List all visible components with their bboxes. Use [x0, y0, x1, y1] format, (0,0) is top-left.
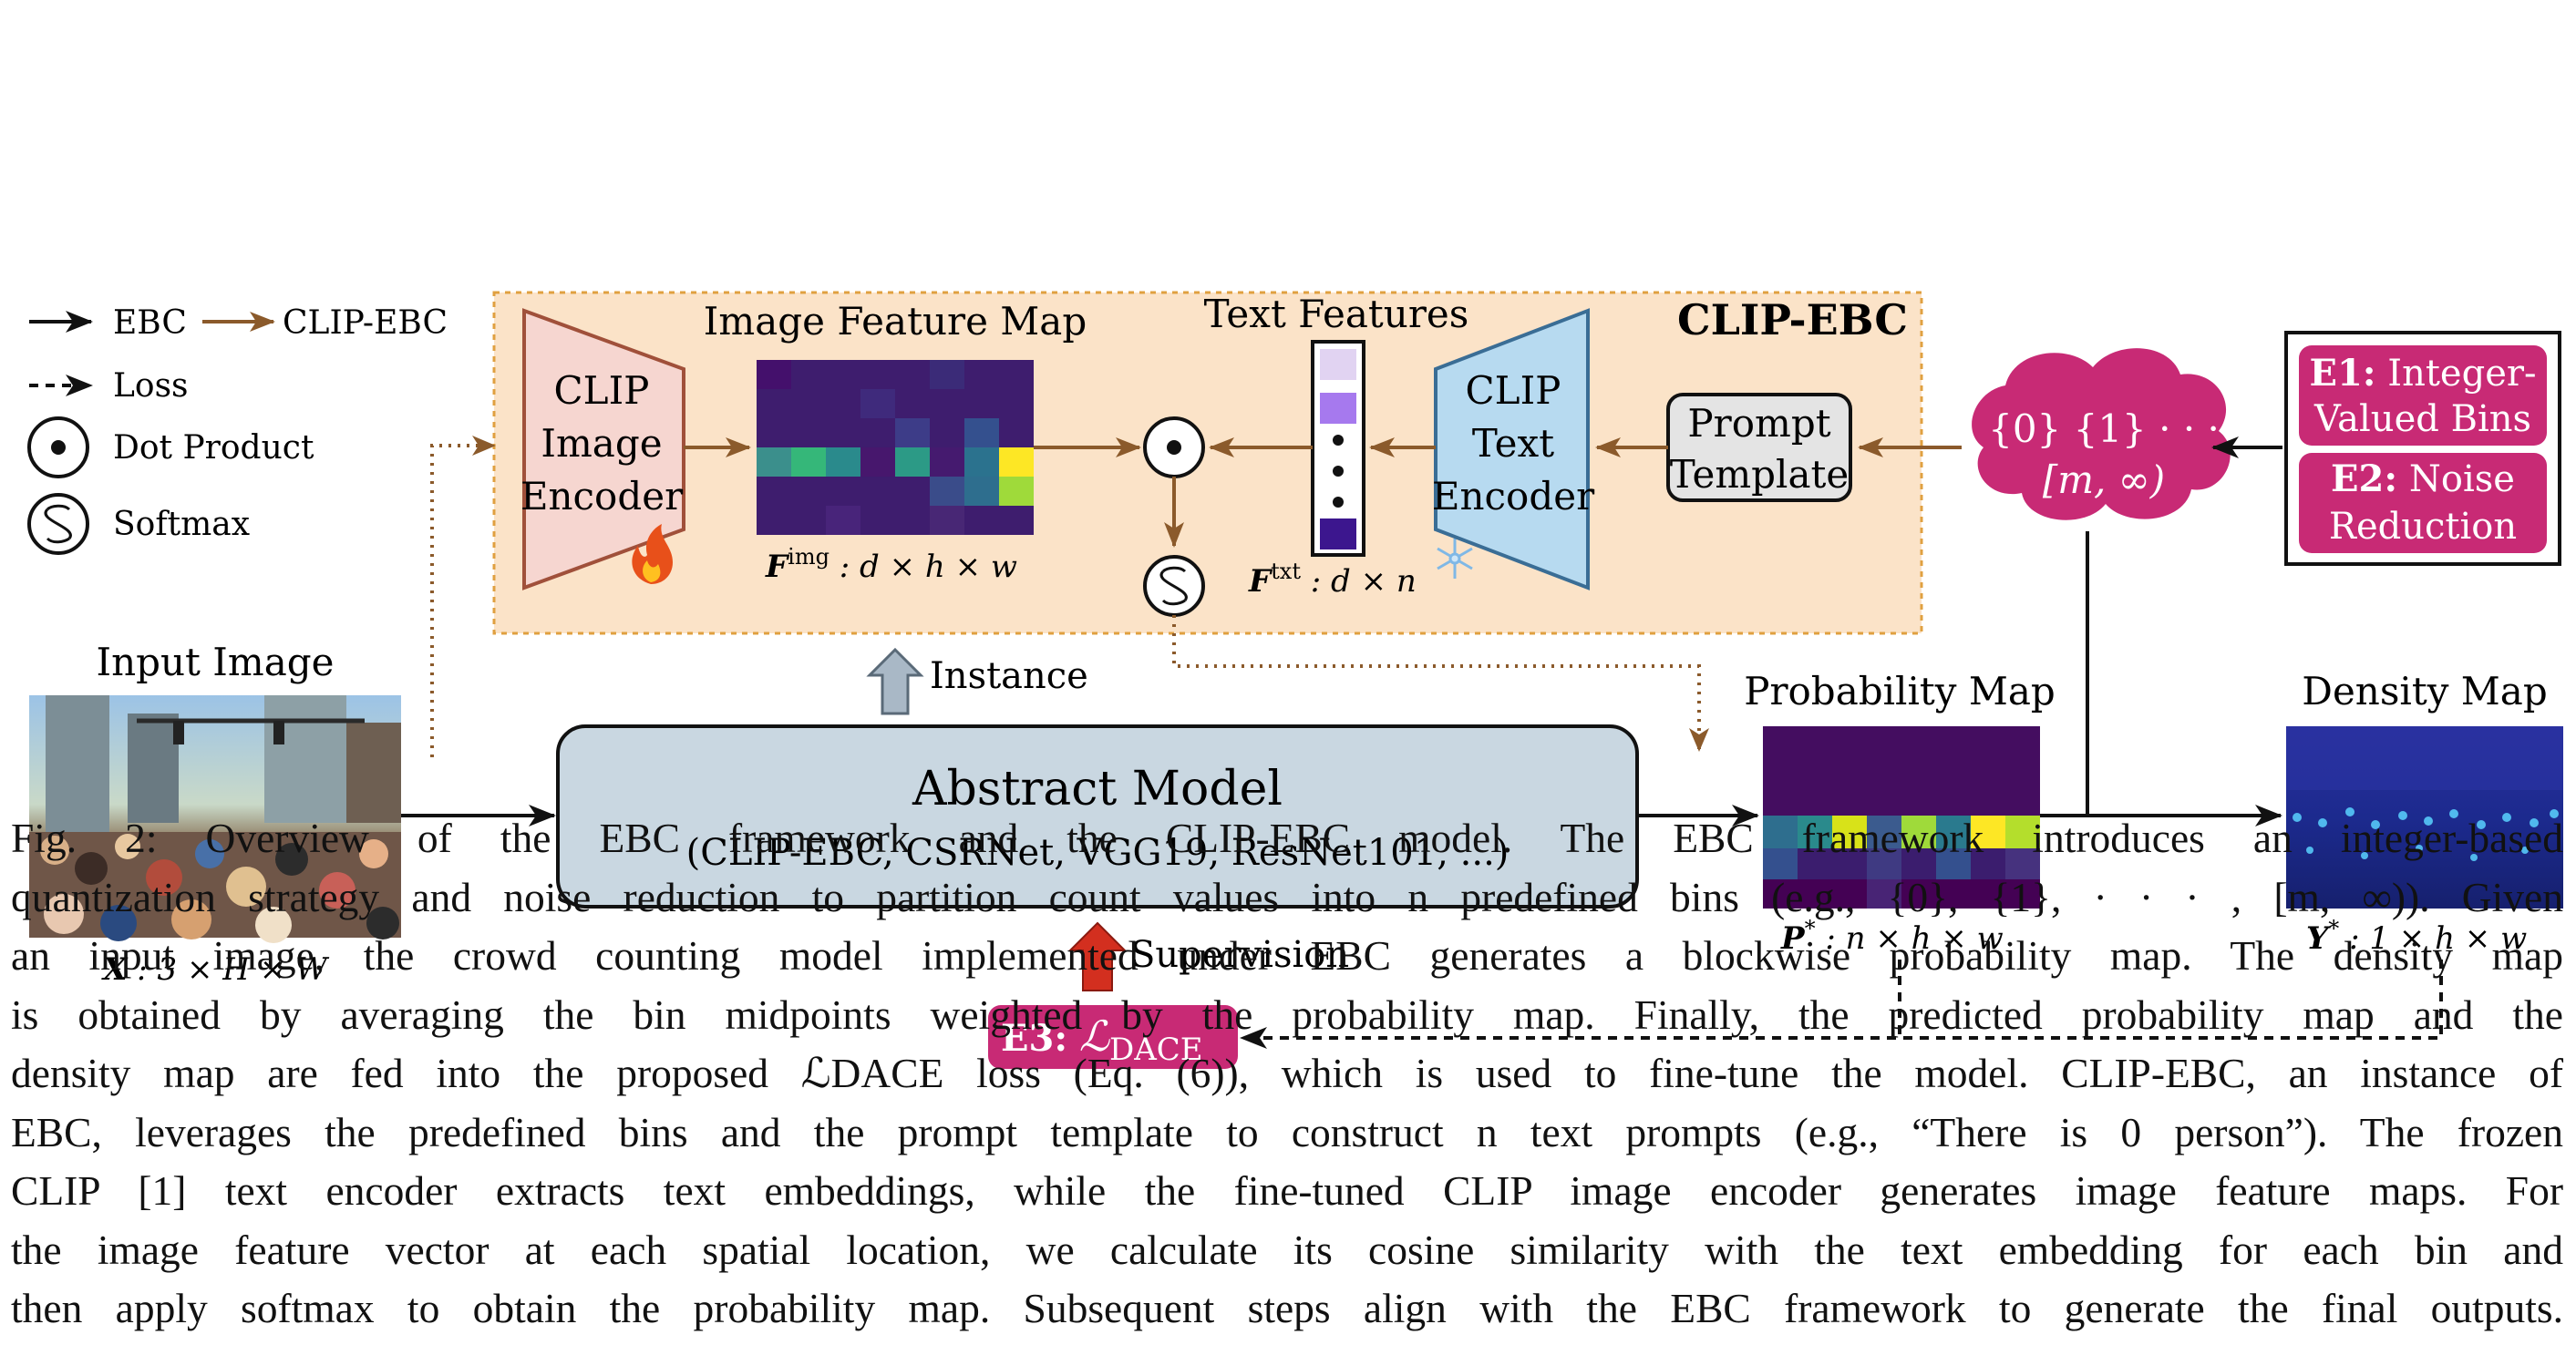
image-feature-map-label: Image Feature Map	[704, 299, 1087, 344]
legend: EBC CLIP-EBC Loss Dot Product Softmax	[27, 304, 448, 555]
image-encoder-line2: Image	[541, 421, 662, 466]
abstract-model-subtitle: (CLIP-EBC, CSRNet, VGG19, ResNet101, ...…	[686, 832, 1510, 874]
density-map-formula: Y* : 1 × h × w	[2306, 916, 2527, 957]
prompt-template-line2: Template	[1670, 452, 1850, 497]
caption-line-5: density map are fed into the proposed ℒD…	[11, 1050, 2563, 1096]
text-feature-formula: Ftxt : d × n	[1248, 559, 1417, 600]
caption-line-1: Fig. 2: Overview of the EBC framework an…	[11, 815, 2563, 861]
probability-map-label: Probability Map	[1744, 669, 2056, 714]
figure-caption: Fig. 2: Overview of the EBC framework an…	[11, 809, 2563, 1339]
clip-text-encoder-shape	[1434, 308, 1590, 590]
text-features-vector	[1311, 340, 1365, 557]
image-encoder-line3: Encoder	[520, 474, 684, 518]
abstract-model-title: Abstract Model	[912, 762, 1283, 816]
instance-arrow	[866, 647, 924, 715]
e1-line2: Valued Bins	[2313, 398, 2531, 440]
clip-ebc-title: CLIP-EBC	[1677, 295, 1908, 344]
caption-line-3: an input image, the crowd counting model…	[11, 932, 2563, 979]
e1-badge	[2299, 345, 2547, 446]
legend-dot-product-label: Dot Product	[113, 429, 314, 467]
e3-badge	[988, 1005, 1238, 1069]
snowflake-icon	[1437, 539, 1473, 579]
text-encoder-line1: CLIP	[1466, 368, 1561, 413]
e1-line1: E1: Integer-	[2309, 352, 2536, 395]
image-feature-map	[757, 360, 1034, 535]
image-encoder-line1: CLIP	[554, 368, 650, 413]
legend-clip-ebc-label: CLIP-EBC	[283, 304, 448, 342]
prompt-template-line1: Prompt	[1687, 401, 1830, 446]
text-features-label: Text Features	[1204, 292, 1469, 336]
supervision-label: Supervision	[1130, 934, 1349, 976]
dashed-prob-to-loss	[1240, 960, 1901, 1049]
e3-label: E3: ℒDACE	[1001, 1011, 1203, 1068]
caption-line-4: is obtained by averaging the bin midpoin…	[11, 991, 2563, 1038]
bins-line2: [m, ∞)	[2043, 457, 2165, 502]
clip-ebc-panel: CLIP-EBC CLIP Image Encoder Image Featur…	[492, 291, 1923, 635]
bins-cloud: {0} {1} · · · [m, ∞)	[1972, 348, 2231, 520]
dotted-input-to-encoder	[430, 436, 496, 757]
softmax-node	[1143, 555, 1205, 617]
caption-line-2: quantization strategy and noise reductio…	[11, 873, 2563, 920]
caption-line-6: EBC, leverages the predefined bins and t…	[11, 1108, 2563, 1155]
clip-image-encoder-shape	[522, 308, 685, 590]
legend-ebc-label: EBC	[113, 304, 187, 342]
e2-line2: Reduction	[2329, 506, 2517, 548]
fire-icon	[632, 524, 673, 584]
text-encoder-line3: Encoder	[1432, 474, 1595, 518]
density-map	[2286, 726, 2563, 909]
caption-line-8: the image feature vector at each spatial…	[11, 1226, 2563, 1273]
legend-softmax-label: Softmax	[113, 506, 250, 543]
image-feature-formula: Fimg : d × h × w	[765, 544, 1017, 585]
dot-product-node	[1143, 416, 1205, 478]
legend-loss-label: Loss	[113, 367, 189, 405]
text-encoder-line2: Text	[1472, 421, 1554, 466]
input-image	[29, 695, 401, 943]
caption-line-7: CLIP [1] text encoder extracts text embe…	[11, 1167, 2563, 1214]
probability-map-formula: P* : n × h × w	[1780, 916, 2004, 957]
bins-line1: {0} {1} · · ·	[1988, 406, 2220, 451]
enhancements-box: E1: Integer- Valued Bins E2: Noise Reduc…	[2284, 331, 2561, 566]
softmax-icon	[27, 493, 89, 555]
e2-line1: E2: Noise	[2331, 457, 2515, 500]
input-image-formula: X : 3 × H × W	[101, 951, 330, 988]
probability-map	[1763, 726, 2040, 909]
supervision-arrow	[1067, 921, 1128, 991]
instance-label: Instance	[930, 655, 1088, 697]
density-map-label: Density Map	[2302, 669, 2547, 714]
input-image-label: Input Image	[96, 640, 334, 684]
e2-badge	[2299, 453, 2547, 553]
dot-product-icon	[27, 416, 89, 478]
caption-line-9: then apply softmax to obtain the probabi…	[11, 1285, 2563, 1331]
